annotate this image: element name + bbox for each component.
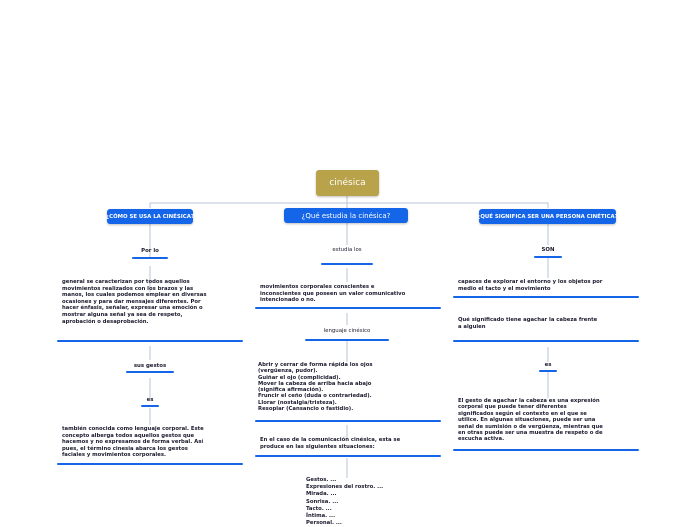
text-situaciones: En el caso de la comunicación cinésica, … [260,437,401,450]
topic-que-significa-cinetica[interactable]: ¿QUÉ SIGNIFICA SER UNA PERSONA CINÉTICA? [477,209,618,224]
underline [132,257,168,259]
topic-como-se-usa[interactable]: ¿CÓMO SE USA LA CINÉSICA? [106,209,194,224]
connector-lenguaje-cinesico: lenguaje cinésico [323,328,371,334]
underline [534,256,562,258]
underline [453,449,639,451]
topic-que-estudia[interactable]: ¿Qué estudia la cinésica? [284,208,408,223]
connector-es: es [146,397,154,403]
text-movimientos-corporales: movimientos corporales conscientes e inc… [260,284,406,304]
underline [126,371,174,373]
text-lenguaje-corporal: también conocida como lenguaje corporal.… [62,426,204,459]
connector-por-lo: Por lo [141,248,159,254]
underline [539,370,557,372]
connector-estudia-los: estudia los [332,247,362,253]
underline [321,263,373,265]
text-ejemplos-gestos: Abrir y cerrar de forma rápida los ojos … [258,362,373,413]
underline [255,455,441,457]
underline [141,405,159,407]
underline [305,339,389,341]
text-gesto-agachar: El gesto de agachar la cabeza es una exp… [458,398,603,443]
underline [453,340,639,342]
underline [255,420,441,422]
underline [57,340,243,342]
text-capaces-explorar: capaces de explorar el entorno y los obj… [458,279,603,292]
underline [255,307,441,309]
connector-es-right: es [544,362,552,368]
text-uso-descripcion: general se caracterizan por todos aquell… [62,279,207,325]
underline [453,296,639,298]
underline [57,463,243,465]
root-node-cinesica[interactable]: cinésica [316,170,379,196]
connector-sus-gestos: sus gestos [133,363,167,369]
connector-son: SON [541,247,555,253]
text-agachar-cabeza-pregunta: Qué significado tiene agachar la cabeza … [458,317,598,330]
